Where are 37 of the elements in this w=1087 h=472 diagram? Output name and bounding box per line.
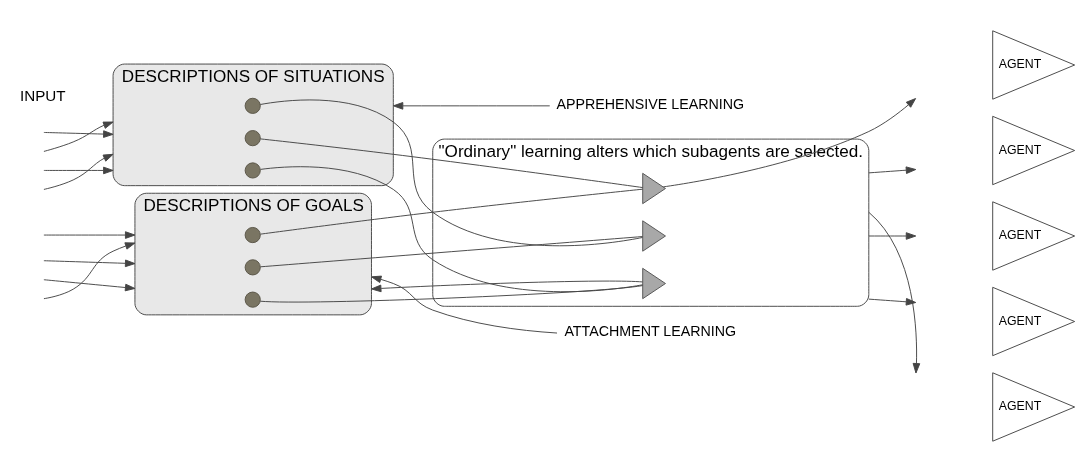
- arrow: [868, 166, 917, 174]
- arrow: [868, 298, 917, 306]
- node-circle: [244, 226, 261, 244]
- cluster: DESCRIPTIONS OF SITUATIONS: [112, 63, 394, 187]
- arrow: [43, 231, 136, 239]
- arrow: [392, 102, 551, 110]
- arrow: [371, 280, 644, 293]
- cluster: DESCRIPTIONS OF GOALS: [134, 192, 372, 316]
- arrow: [43, 279, 136, 292]
- connector: [259, 99, 643, 247]
- node-circle: [244, 97, 261, 114]
- arrow: [868, 211, 921, 374]
- node-circle: [244, 259, 261, 276]
- connector: [260, 166, 644, 293]
- arrow: [43, 121, 114, 152]
- arrow: [43, 130, 114, 138]
- node-triangle: [642, 172, 666, 205]
- node-circle: [244, 130, 261, 147]
- node-text: APPREHENSIVE LEARNING: [556, 96, 745, 113]
- arrow: [43, 166, 114, 175]
- arrow: [43, 259, 136, 268]
- node-circle: [244, 162, 261, 179]
- node-triangle: [642, 220, 666, 252]
- label: INPUT: [19, 86, 66, 104]
- arrow: [43, 153, 114, 190]
- arrow: [371, 275, 558, 334]
- arrow: [662, 98, 917, 188]
- cluster: "Ordinary" learning alters which subagents are selected.: [432, 138, 870, 307]
- node-text: ATTACHMENT LEARNING: [564, 323, 737, 340]
- arrow: [868, 232, 917, 240]
- arrow: [43, 242, 136, 300]
- connector: [259, 285, 644, 303]
- node-triangle: [642, 267, 666, 300]
- connector: [260, 236, 644, 268]
- node-circle: [244, 291, 261, 308]
- connector: [260, 188, 644, 235]
- connector: [259, 138, 644, 189]
